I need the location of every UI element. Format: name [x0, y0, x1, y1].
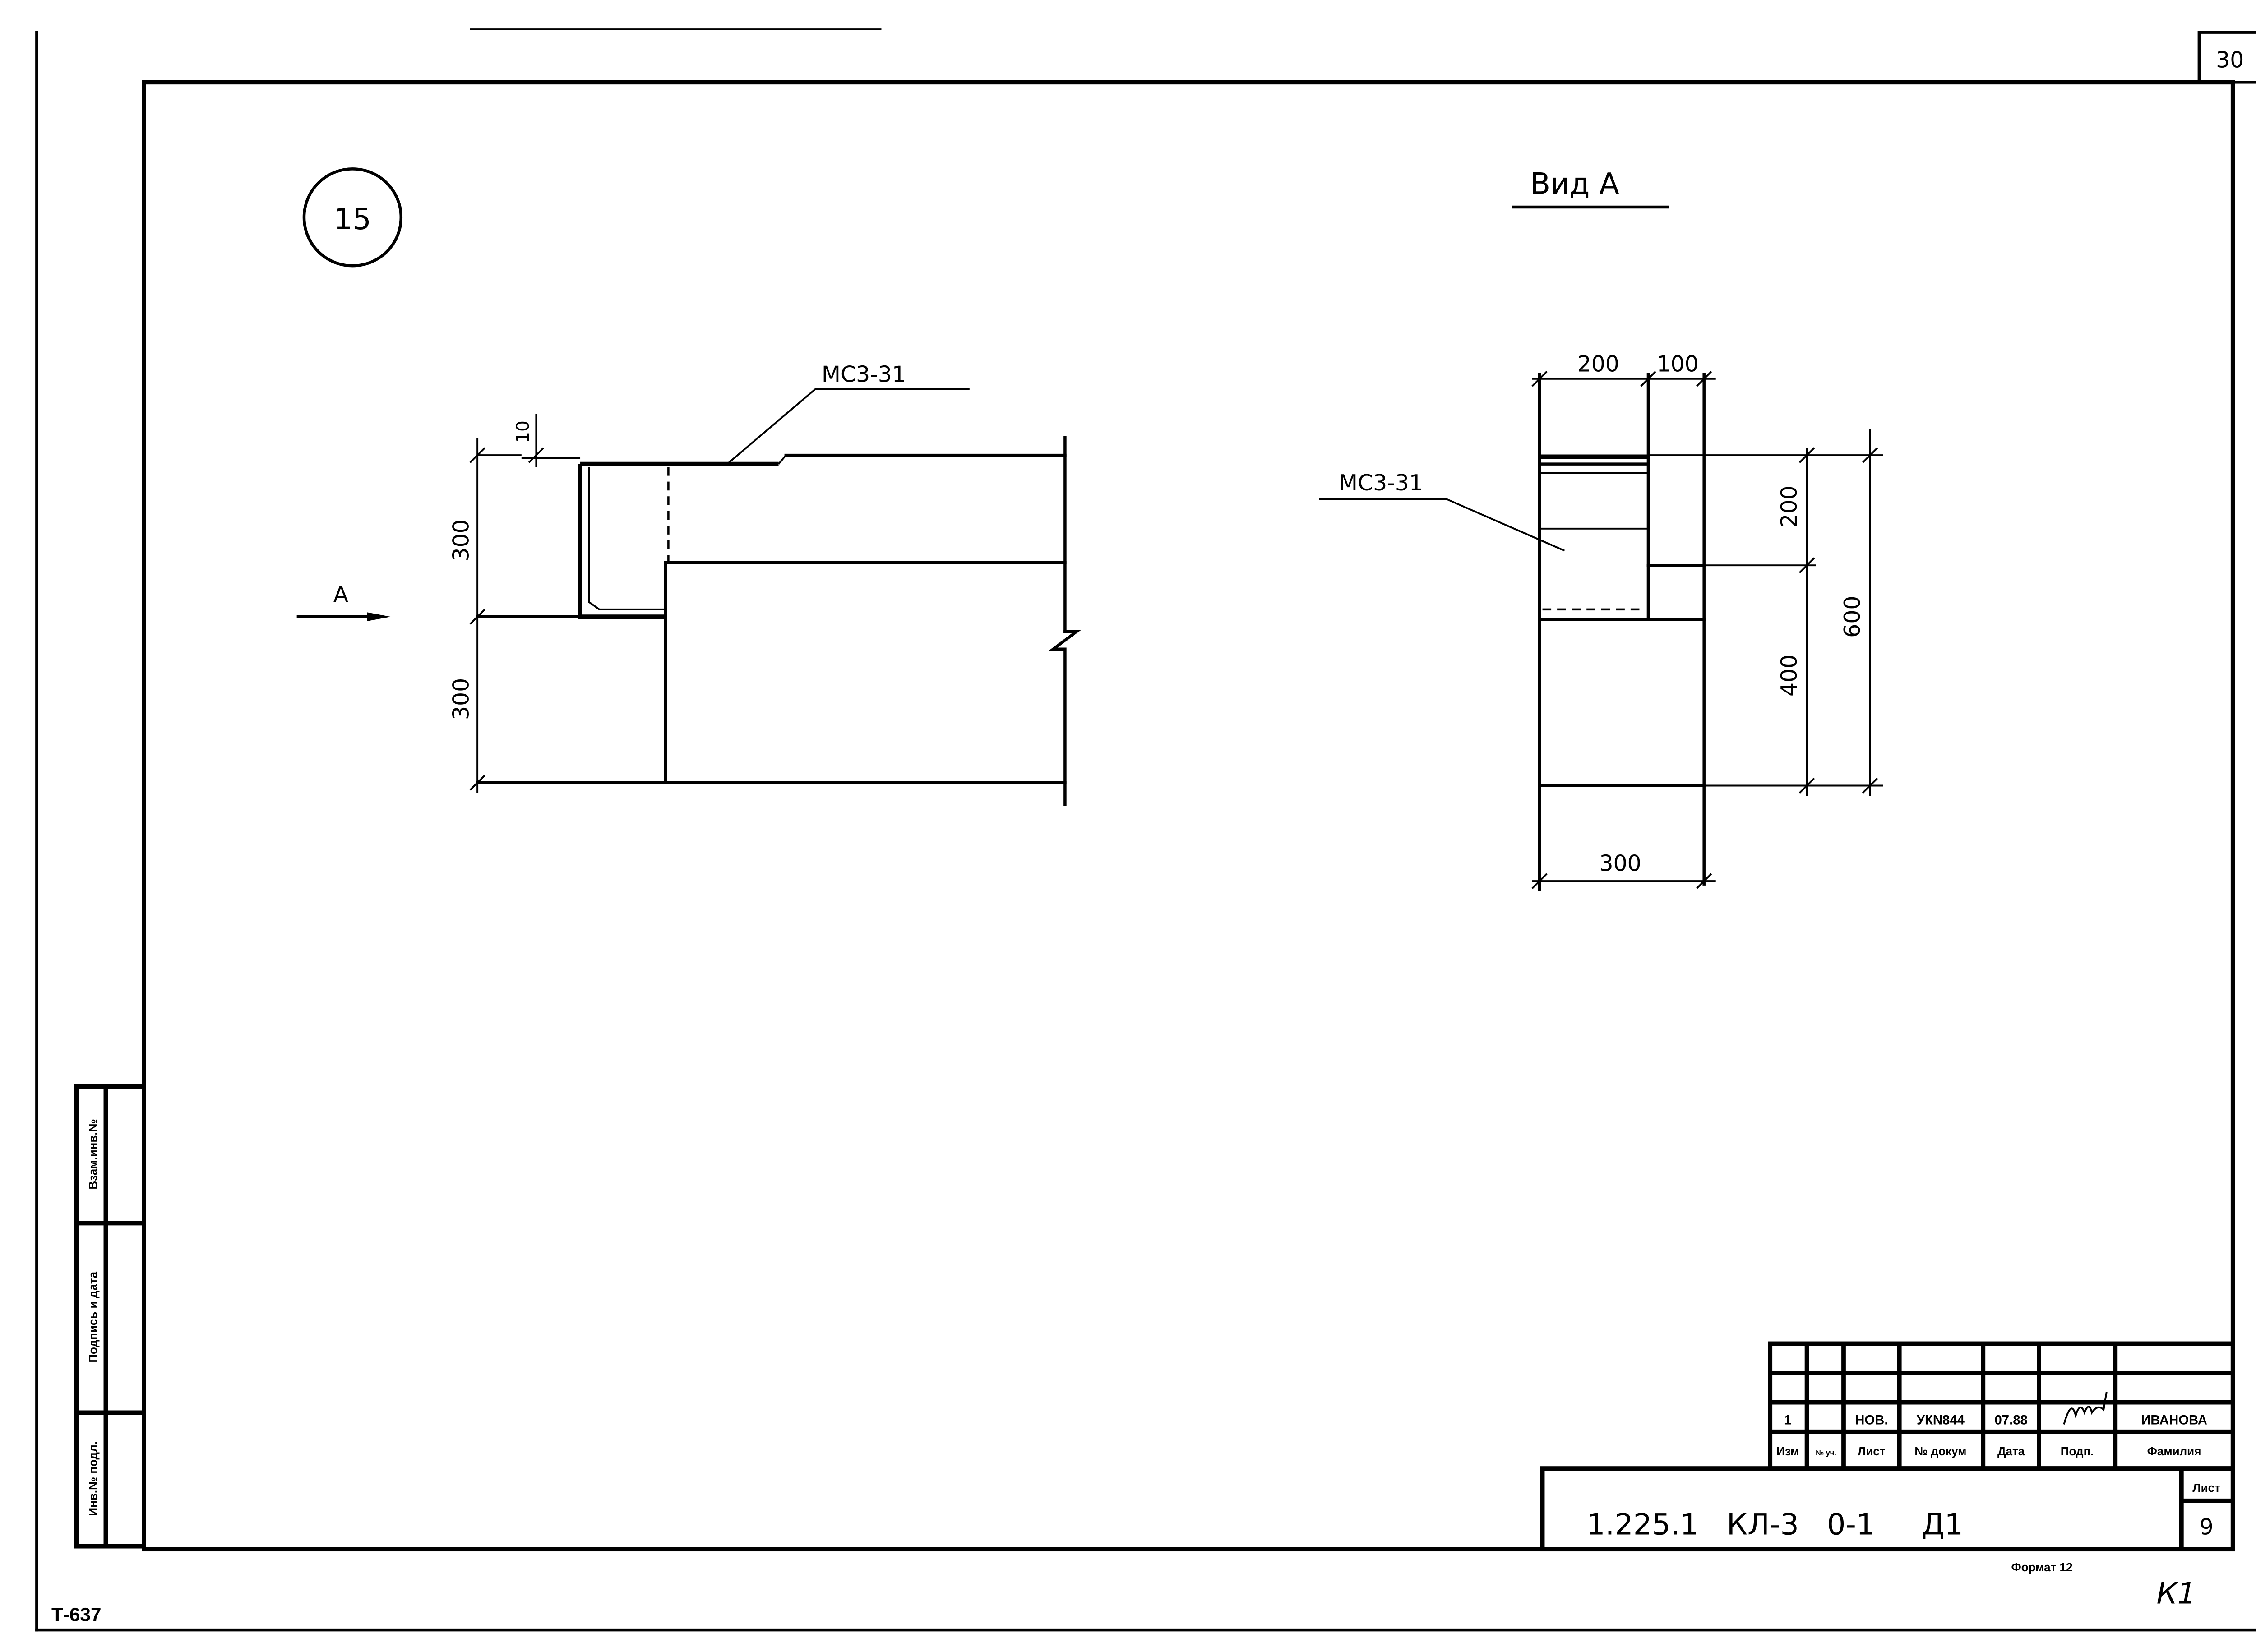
view-a-dim-top-left: 200 — [1577, 351, 1619, 377]
title-block — [1540, 1341, 2235, 1552]
bottom-right-mark: К1 — [2156, 1577, 2196, 1611]
section-drawing — [296, 388, 1082, 807]
side-stamp-cell: Подпись и дата — [86, 1271, 100, 1362]
section-part-label: МС3-31 — [822, 361, 906, 387]
section-dim-upper: 300 — [448, 519, 474, 561]
detail-circle — [302, 167, 403, 268]
side-stamp-cell: Инв.№ подл. — [86, 1441, 100, 1516]
section-dim-lower: 300 — [448, 678, 474, 720]
format-label: Формат 12 — [2011, 1560, 2073, 1574]
hdr-date: Дата — [1997, 1444, 2025, 1458]
view-a-dim-top-right: 100 — [1656, 351, 1698, 377]
view-arrow-label: А — [333, 582, 348, 608]
rev-doc: УКN844 — [1917, 1412, 1965, 1427]
hdr-signature: Подп. — [2061, 1444, 2094, 1458]
view-a-part-label: МС3-31 — [1339, 470, 1423, 496]
sheet-frame — [35, 28, 2256, 1632]
bottom-left-code: Т-637 — [51, 1604, 102, 1625]
view-a-dim-right-upper: 200 — [1776, 485, 1802, 527]
document-designation: 1.225.1 КЛ-3 0-1 Д1 — [1586, 1508, 1963, 1542]
view-title: Вид А — [1530, 167, 1619, 201]
section-dim-plate: 10 — [513, 420, 533, 443]
sheet-corner-number: 30 — [2216, 47, 2244, 73]
side-stamp-cell: Взам.инв.№ — [86, 1119, 100, 1189]
hdr-surname: Фамилия — [2147, 1444, 2201, 1458]
view-a-dim-right-lower: 400 — [1776, 655, 1802, 697]
view-a-dim-bottom: 300 — [1600, 850, 1641, 876]
detail-number: 15 — [334, 203, 371, 236]
hdr-izm: Изм — [1776, 1444, 1799, 1458]
view-a-dim-total: 600 — [1840, 596, 1865, 638]
hdr-uch: № уч. — [1816, 1449, 1836, 1457]
hdr-list: Лист — [1858, 1444, 1886, 1458]
sheet-label: Лист — [2192, 1481, 2220, 1495]
sheet-number: 9 — [2200, 1514, 2214, 1540]
hdr-doc: № докум — [1914, 1444, 1966, 1458]
rev-list: НОВ. — [1855, 1412, 1888, 1427]
rev-date: 07.88 — [1995, 1412, 2028, 1427]
side-stamp — [74, 1084, 146, 1549]
view-a-drawing — [1319, 371, 1883, 891]
rev-surname: ИВАНОВА — [2141, 1412, 2207, 1427]
rev-izm: 1 — [1784, 1412, 1791, 1427]
signature-mark — [2063, 1392, 2108, 1425]
